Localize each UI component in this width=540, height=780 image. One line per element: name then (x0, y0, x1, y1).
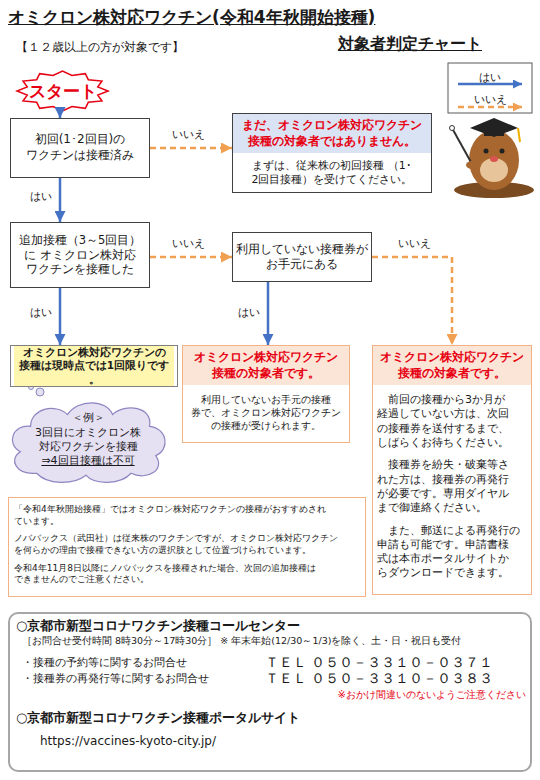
mole-eye (500, 149, 505, 154)
node-body: まずは、従来株の初回接種 （1･2回目接種）を受けてください。 (233, 153, 431, 194)
node-content: ＜例＞3回目にオミクロン株 対応ワクチンを接種⇒4回目接種は不可 (6, 395, 170, 485)
no-arrow (150, 147, 232, 150)
edge-label: いいえ (172, 128, 205, 142)
no-arrow (372, 257, 452, 345)
node-heading: 追加接種（3～5回目）に オミクロン株対応 ワクチンを接種した (13, 233, 147, 278)
pointer-tip (450, 126, 455, 131)
chart-title: オミクロン株対応ワクチン(令和4年秋開始接種) (8, 6, 375, 28)
node-heading: ＜例＞ (16, 411, 160, 425)
node-content: 利用していない接種券が お手元にある (233, 233, 371, 281)
mole-body (469, 130, 519, 190)
node-content: オミクロン株対応ワクチンの 接種は現時点では1回限りです。 (11, 346, 177, 386)
subtitle: 対象者判定チャート (338, 34, 482, 55)
legend-item: いいえ (460, 88, 520, 109)
legend-frame (448, 63, 532, 113)
result-box: オミクロン株対応ワクチン 接種の対象者です。前回の接種から3か月が 経過していな… (372, 345, 532, 595)
yes-arrow (59, 112, 62, 118)
yes-arrow (59, 178, 62, 222)
node-heading: スタート (15, 80, 110, 102)
node-heading: 「令和4年秋開始接種」ではオミクロン株対応ワクチンの接種がおすすめされ ています… (14, 504, 360, 533)
mole-nose (490, 156, 498, 162)
node-content: 追加接種（3～5回目）に オミクロン株対応 ワクチンを接種した (11, 223, 149, 287)
node-body: 接種券を紛失・破棄等さ れた方は、接種券の再発行 が必要です。専用ダイヤル まで… (373, 450, 531, 515)
decision-box: 利用していない接種券が お手元にある (232, 232, 372, 282)
node-body: ・接種券の再発行等に関するお問合せ (22, 672, 262, 686)
node-heading: ○京都市新型コロナワクチン接種コールセンター (16, 618, 516, 635)
example-cloud: ＜例＞3回目にオミクロン株 対応ワクチンを接種⇒4回目接種は不可 (6, 395, 170, 485)
result-box: まだ、オミクロン株対応ワクチン 接種の対象者ではありません。まずは、従来株の初回… (232, 113, 432, 193)
mole-eye (484, 149, 489, 154)
node-body: 3回目にオミクロン株 対応ワクチンを接種 (16, 426, 160, 455)
node-body: ⇒4回目接種は不可 (16, 454, 160, 468)
result-box: オミクロン株対応ワクチン 接種の対象者です。利用していないお手元の接種 券で、オ… (182, 345, 350, 443)
notice-box: 「令和4年秋開始接種」ではオミクロン株対応ワクチンの接種がおすすめされ ています… (8, 497, 366, 597)
legend-no-sample (458, 106, 522, 109)
contact-box: ○京都市新型コロナワクチン接種コールセンター［お問合せ受付時間 8時30分～17… (8, 612, 532, 772)
yes-arrow (267, 282, 270, 345)
node-body: ○京都市新型コロナワクチン接種ポータルサイト (16, 710, 436, 727)
pointer-stick (452, 128, 472, 164)
edge-label: はい (30, 306, 52, 320)
start-burst: スタート (15, 70, 110, 112)
mole-paw (466, 161, 478, 169)
node-body: https://vaccines-kyoto-city.jp/ (40, 734, 340, 750)
node-heading: オミクロン株対応ワクチン 接種の対象者です。 (373, 346, 531, 385)
decision-box: 追加接種（3～5回目）に オミクロン株対応 ワクチンを接種した (10, 222, 150, 288)
node-content: スタート (15, 70, 110, 112)
node-body: ＴＥＬ ０５０－３３１０－０３８３ (265, 669, 527, 687)
edge-label: いいえ (398, 237, 431, 251)
cap-tassel (518, 128, 520, 142)
node-body: ［お問合せ受付時間 8時30分～17時30分］ ※ 年末年始(12/30～1/3… (22, 635, 527, 647)
node-content: 初回(1･2回目)の ワクチンは接種済み (11, 119, 149, 177)
node-heading: オミクロン株対応ワクチン 接種の対象者です。 (183, 346, 349, 385)
edge-label: いいえ (172, 237, 205, 251)
node-content: オミクロン株対応ワクチン 接種の対象者です。前回の接種から3か月が 経過していな… (373, 346, 531, 594)
node-content: まだ、オミクロン株対応ワクチン 接種の対象者ではありません。まずは、従来株の初回… (233, 114, 431, 192)
node-content: ○京都市新型コロナワクチン接種コールセンター［お問合せ受付時間 8時30分～17… (10, 614, 530, 770)
decision-box: 初回(1･2回目)の ワクチンは接種済み (10, 118, 150, 178)
node-heading: 利用していない接種券が お手元にある (235, 242, 369, 272)
edge-label: はい (30, 190, 52, 204)
node-content: オミクロン株対応ワクチン 接種の対象者です。利用していないお手元の接種 券で、オ… (183, 346, 349, 442)
audience-note: 【１２歳以上の方が対象です】 (16, 40, 184, 56)
legend-text: いいえ (474, 93, 507, 106)
node-body: 前回の接種から3か月が 経過していない方は、次回 の接種券を送付するまで、 しば… (373, 385, 531, 450)
node-body: 令和4年11月8日以降にノババックスを接種された場合、次回の追加接種は できませ… (14, 563, 360, 592)
legend-item: はい (460, 66, 520, 87)
cap-board (470, 118, 518, 137)
node-body: ノババックス（武田社）は従来株のワクチンですが、オミクロン株対応ワクチン を何ら… (14, 533, 360, 562)
legend-text: はい (479, 71, 501, 84)
node-heading: 初回(1･2回目)の ワクチンは接種済み (13, 132, 147, 163)
cloud-shape (12, 403, 165, 483)
node-content: 「令和4年秋開始接種」ではオミクロン株対応ワクチンの接種がおすすめされ ています… (9, 498, 365, 596)
cloud-bubble (36, 388, 44, 396)
edge-label: はい (238, 306, 260, 320)
node-heading: まだ、オミクロン株対応ワクチン 接種の対象者ではありません。 (233, 114, 431, 153)
yes-arrow (59, 288, 62, 345)
node-body: 利用していないお手元の接種 券で、オミクロン株対応ワクチン の接種が受けられます… (183, 385, 349, 440)
node-body: ・接種の予約等に関するお問合せ (22, 656, 262, 670)
node-body: ＴＥＬ ０５０－３３１０－０３７１ (265, 653, 527, 671)
note-box: オミクロン株対応ワクチンの 接種は現時点では1回限りです。 (10, 345, 178, 387)
node-body: また、郵送による再発行の 申請も可能です。申請書様 式は本市ポータルサイトか ら… (373, 516, 531, 581)
no-arrow (150, 256, 232, 259)
node-body: ※おかけ間違いのないようご注意ください (290, 688, 526, 701)
node-heading: オミクロン株対応ワクチンの 接種は現時点では1回限りです。 (14, 346, 174, 387)
